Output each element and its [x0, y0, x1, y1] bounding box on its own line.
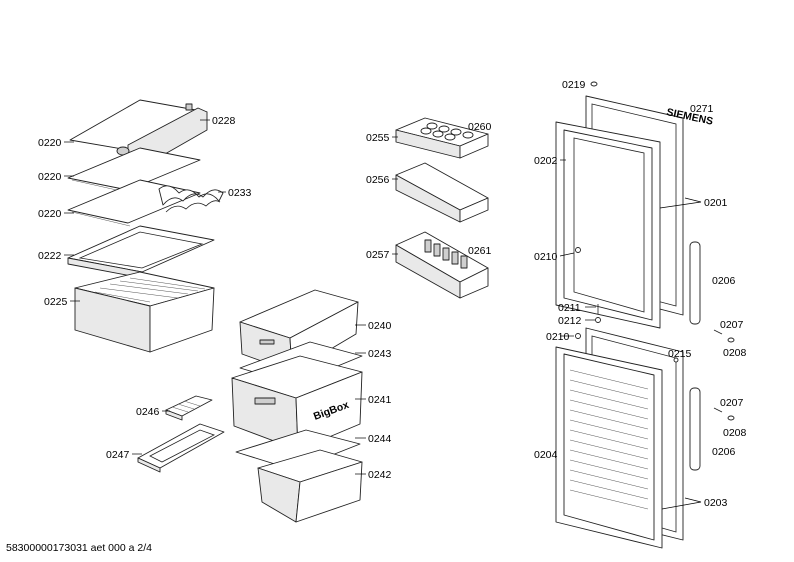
- hinge-0210-top: [575, 247, 581, 253]
- label-0220-3: 0220: [38, 208, 62, 220]
- label-0219: 0219: [562, 79, 586, 91]
- label-0202: 0202: [534, 155, 558, 167]
- label-0208-1: 0208: [723, 347, 747, 359]
- label-0220-2: 0220: [38, 171, 62, 183]
- washer-0212: [595, 317, 601, 323]
- freezer-door-ribs: [569, 369, 649, 510]
- ice-tray-0247: [137, 423, 225, 473]
- label-0261: 0261: [468, 245, 492, 257]
- label-0260: 0260: [468, 121, 492, 133]
- handle-0206-bottom: [689, 387, 701, 471]
- label-0225: 0225: [44, 296, 68, 308]
- cap-0208-top: [727, 337, 735, 343]
- label-0208-2: 0208: [723, 427, 747, 439]
- label-0220-1: 0220: [38, 137, 62, 149]
- door-balcony-0256: [395, 162, 489, 223]
- label-0257: 0257: [366, 249, 390, 261]
- label-0212: 0212: [558, 315, 582, 327]
- label-0215: 0215: [668, 348, 692, 360]
- handle-0206-top: [689, 241, 701, 325]
- label-0243: 0243: [368, 348, 392, 360]
- ice-cube-tray-0246: [165, 395, 213, 421]
- label-0210-1: 0210: [534, 251, 558, 263]
- screw-0207-top: [713, 329, 723, 335]
- label-0211: 0211: [558, 302, 581, 314]
- screw-0207-bottom: [713, 407, 723, 413]
- label-0204: 0204: [534, 449, 558, 461]
- hinge-cap-0219: [590, 81, 598, 87]
- label-0247: 0247: [106, 449, 130, 461]
- label-0207-2: 0207: [720, 397, 744, 409]
- label-0203: 0203: [704, 497, 728, 509]
- door-seal-0202: [555, 121, 661, 329]
- label-0233: 0233: [228, 187, 252, 199]
- door-seal-0204: [555, 346, 663, 549]
- label-0271: 0271: [690, 103, 714, 115]
- label-0255: 0255: [366, 132, 390, 144]
- glass-shelf-0220-2: [67, 179, 201, 227]
- cap-0208-bottom: [727, 415, 735, 421]
- bottle-rack-0233: [158, 185, 224, 213]
- hinge-pin-0215: [673, 357, 679, 363]
- label-0256: 0256: [366, 174, 390, 186]
- crisper-drawer-0225: [74, 271, 215, 353]
- label-0207-1: 0207: [720, 319, 744, 331]
- label-0201: 0201: [704, 197, 728, 209]
- hinge-0210-bottom: [575, 333, 581, 339]
- label-0244: 0244: [368, 433, 392, 445]
- label-0210-2: 0210: [546, 331, 570, 343]
- freezer-drawer-0242: [257, 449, 363, 523]
- label-0206-2: 0206: [712, 446, 736, 458]
- label-0241: 0241: [368, 394, 392, 406]
- shelf-frame-0222: [67, 225, 215, 279]
- bottle-balcony-0257: [395, 231, 489, 299]
- label-0206-1: 0206: [712, 275, 736, 287]
- document-footer-code: 58300000173031 aet 000 a 2/4: [6, 542, 152, 554]
- egg-tray-balcony-0255: [395, 117, 489, 159]
- label-0242: 0242: [368, 469, 392, 481]
- label-0240: 0240: [368, 320, 392, 332]
- label-0222: 0222: [38, 250, 62, 262]
- leader-lines: [64, 119, 702, 510]
- label-0228: 0228: [212, 115, 236, 127]
- label-0246: 0246: [136, 406, 160, 418]
